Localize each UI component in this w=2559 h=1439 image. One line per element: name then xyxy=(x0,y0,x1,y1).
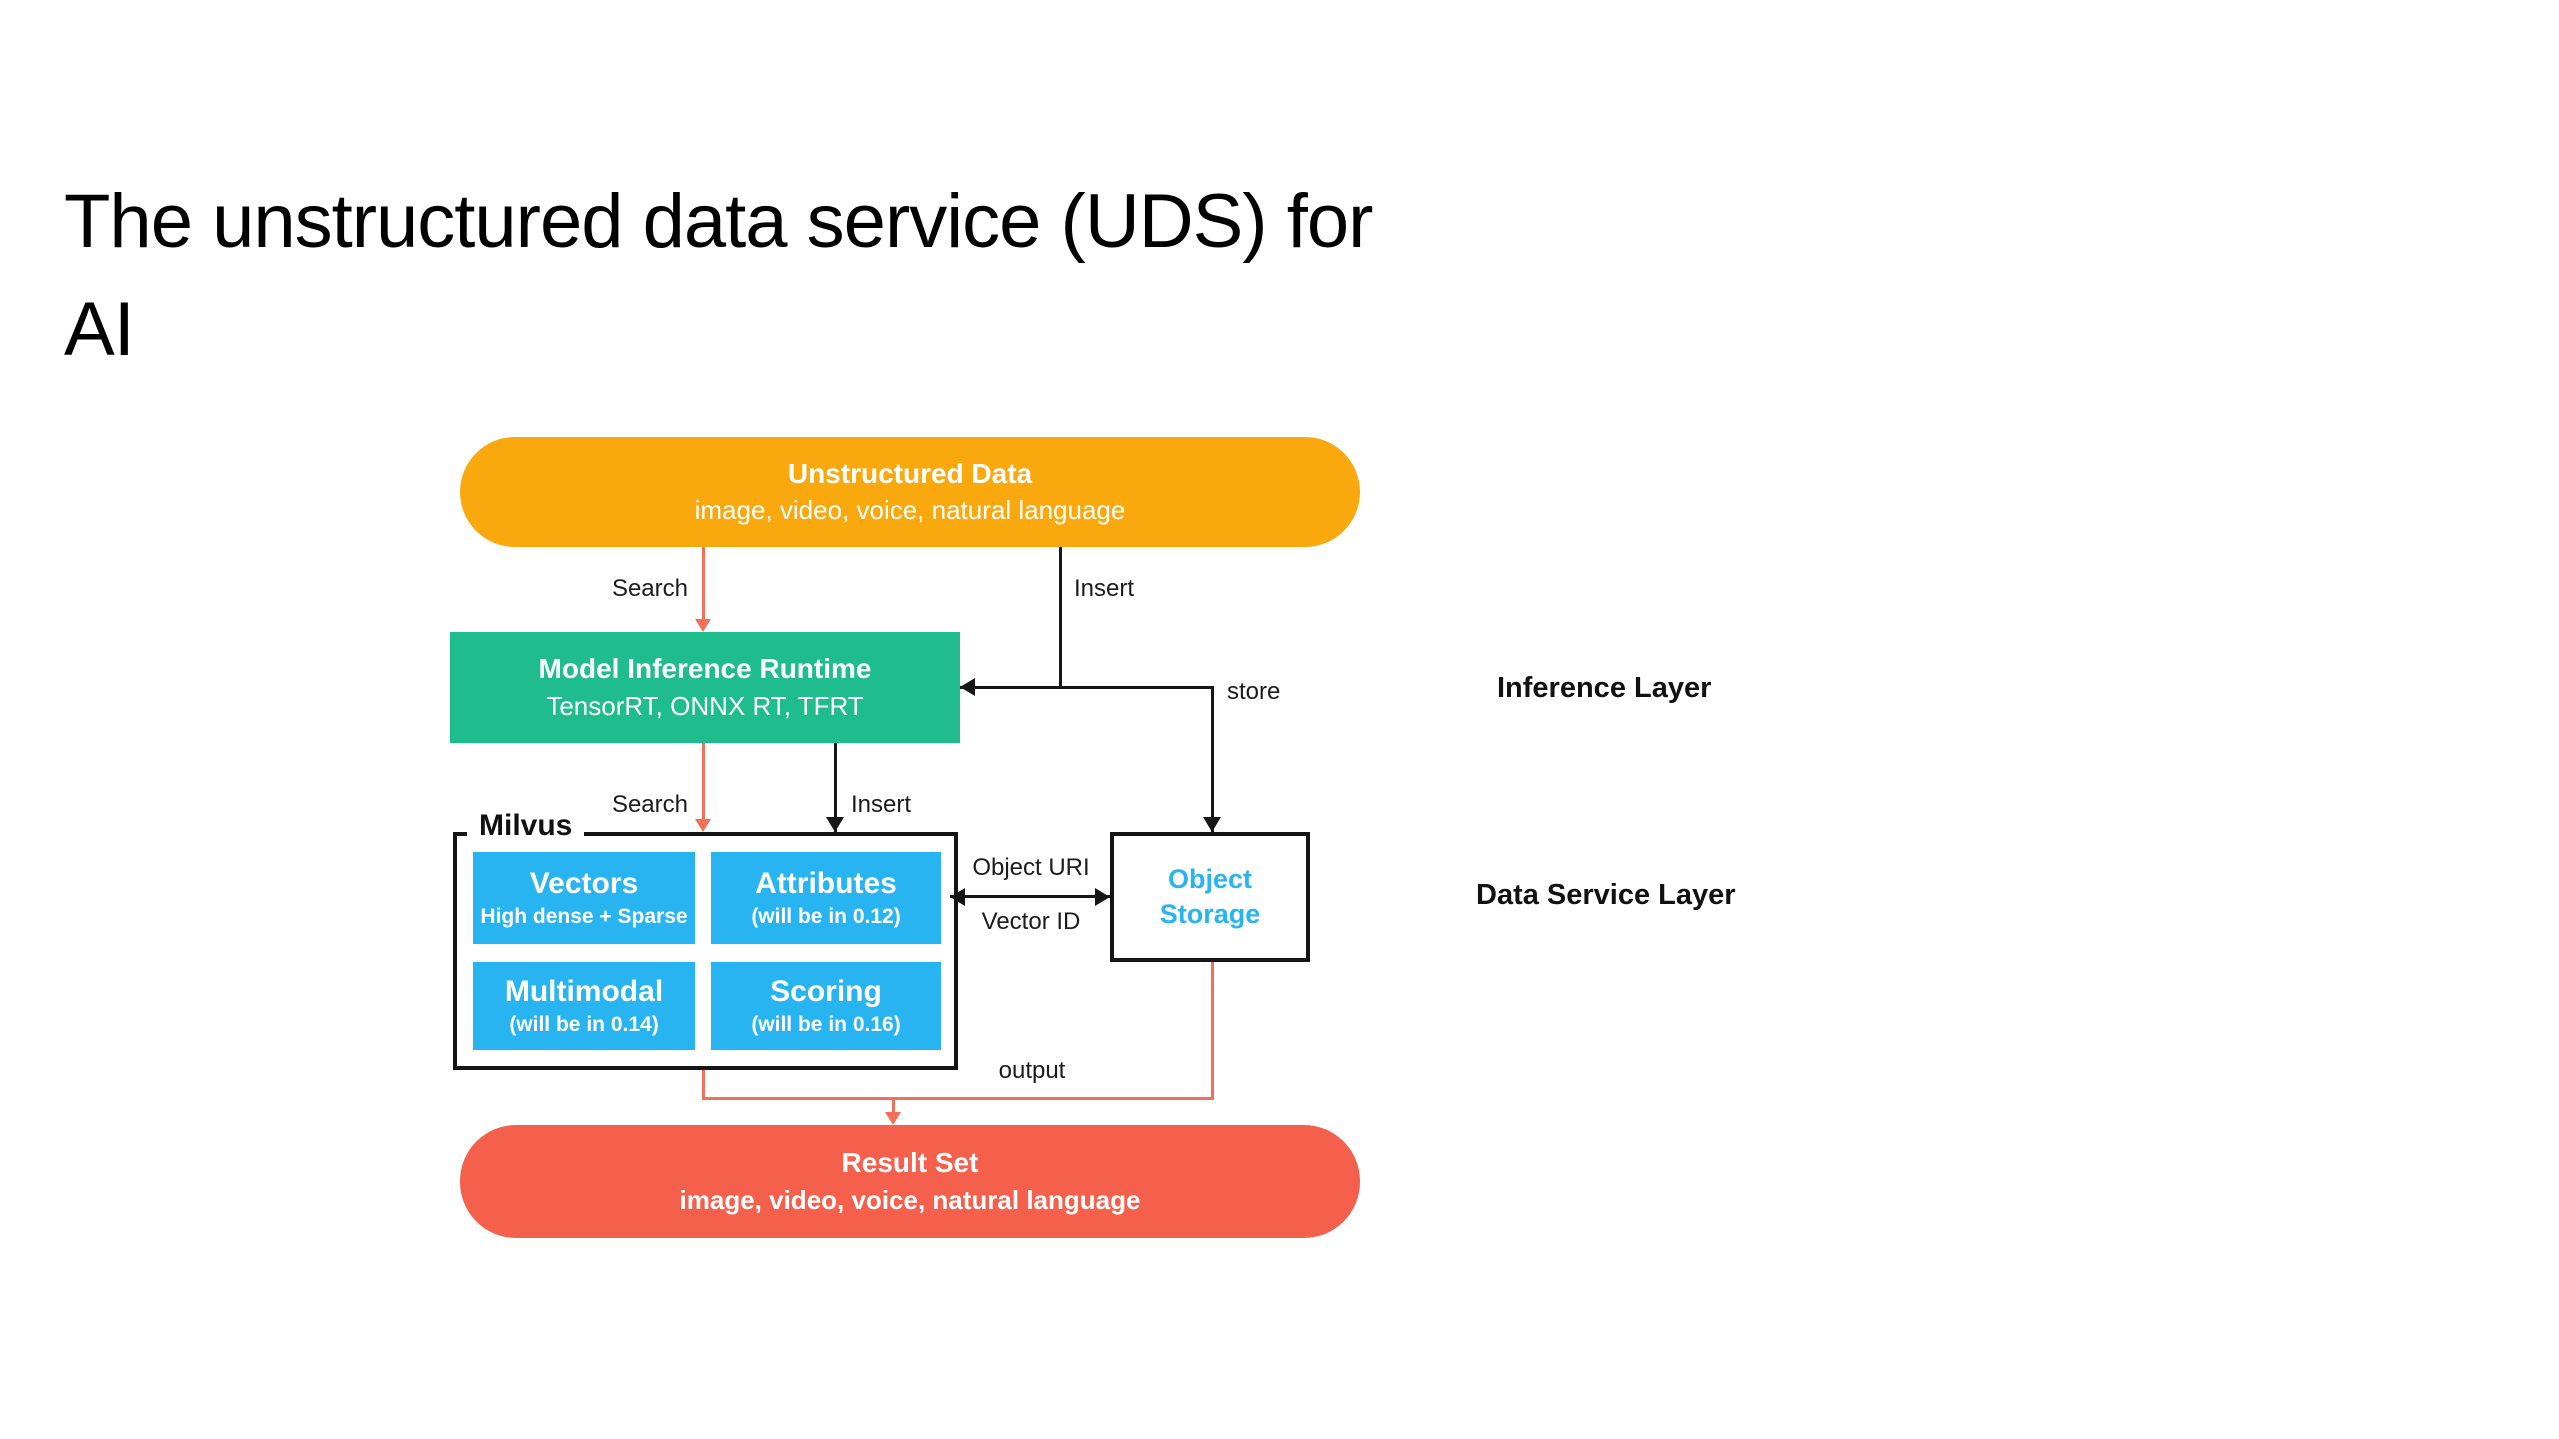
edge-label-output: output xyxy=(998,1057,1066,1084)
output-line-from-milvus xyxy=(702,1070,705,1100)
arrowhead-search-milvus-icon xyxy=(695,819,711,832)
edge-label-search-mid: Search xyxy=(611,791,688,818)
node-model-inference-title: Model Inference Runtime xyxy=(538,653,872,685)
node-result-set: Result Set image, video, voice, natural … xyxy=(460,1125,1360,1238)
milvus-cell-scoring: Scoring (will be in 0.16) xyxy=(711,962,941,1050)
object-uri-vector-id-line xyxy=(950,895,1110,898)
search-line-to-milvus xyxy=(702,743,705,822)
arrowhead-to-object-storage-icon xyxy=(1095,888,1110,906)
node-result-set-title: Result Set xyxy=(841,1147,979,1179)
arrowhead-search-inference-icon xyxy=(695,619,711,632)
store-line xyxy=(1211,686,1214,832)
search-line-to-inference xyxy=(702,547,705,622)
node-unstructured-data: Unstructured Data image, video, voice, n… xyxy=(460,437,1360,547)
node-model-inference-subtitle: TensorRT, ONNX RT, TFRT xyxy=(546,690,864,721)
node-model-inference-runtime: Model Inference Runtime TensorRT, ONNX R… xyxy=(450,632,960,743)
output-horizontal-line xyxy=(702,1097,1214,1100)
edge-label-store: store xyxy=(1227,678,1281,705)
milvus-cell-vectors-title: Vectors xyxy=(529,866,639,900)
arrowhead-insert-milvus-icon xyxy=(826,817,844,832)
milvus-cell-attributes-subtitle: (will be in 0.12) xyxy=(751,905,901,929)
arrowhead-store-icon xyxy=(1203,817,1221,832)
milvus-cell-multimodal-title: Multimodal xyxy=(504,974,664,1008)
milvus-cell-attributes-title: Attributes xyxy=(755,866,897,900)
milvus-label: Milvus xyxy=(467,809,585,843)
arrowhead-to-milvus-icon xyxy=(950,888,965,906)
layer-label-inference: Inference Layer xyxy=(1497,672,1712,704)
slide-title-line1: The unstructured data service (UDS) for xyxy=(64,179,1373,264)
edge-label-insert-top: Insert xyxy=(1074,575,1135,602)
slide-title-line2: AI xyxy=(64,286,135,372)
edge-label-insert-mid: Insert xyxy=(851,791,912,818)
milvus-cell-multimodal: Multimodal (will be in 0.14) xyxy=(473,962,695,1050)
slide-title: The unstructured data service (UDS) for … xyxy=(64,168,1964,384)
output-line-to-result-set xyxy=(892,1097,895,1115)
insert-line-to-milvus xyxy=(834,743,837,832)
edge-label-search-top: Search xyxy=(611,575,688,602)
insert-line-from-unstructured xyxy=(1059,547,1062,688)
node-result-set-subtitle: image, video, voice, natural language xyxy=(679,1184,1141,1215)
milvus-cell-multimodal-subtitle: (will be in 0.14) xyxy=(509,1013,659,1037)
edge-label-vector-id: Vector ID xyxy=(981,908,1081,935)
milvus-cell-scoring-subtitle: (will be in 0.16) xyxy=(751,1013,901,1037)
node-object-storage: Object Storage xyxy=(1110,832,1310,962)
layer-label-data-service: Data Service Layer xyxy=(1476,879,1736,911)
node-object-storage-title: Object Storage xyxy=(1159,863,1261,929)
output-line-from-object-storage xyxy=(1211,962,1214,1100)
arrowhead-output-result-icon xyxy=(885,1112,901,1125)
edge-label-object-uri: Object URI xyxy=(972,854,1090,881)
insert-store-horizontal-line xyxy=(960,686,1214,689)
arrowhead-into-inference-icon xyxy=(960,678,975,696)
milvus-cell-attributes: Attributes (will be in 0.12) xyxy=(711,852,941,944)
node-unstructured-data-subtitle: image, video, voice, natural language xyxy=(694,495,1126,526)
milvus-cell-vectors: Vectors High dense + Sparse xyxy=(473,852,695,944)
milvus-cell-scoring-title: Scoring xyxy=(770,974,882,1008)
node-unstructured-data-title: Unstructured Data xyxy=(787,457,1033,489)
node-milvus-container: Milvus Vectors High dense + Sparse Attri… xyxy=(453,809,958,1070)
milvus-cell-vectors-subtitle: High dense + Sparse xyxy=(480,905,688,929)
